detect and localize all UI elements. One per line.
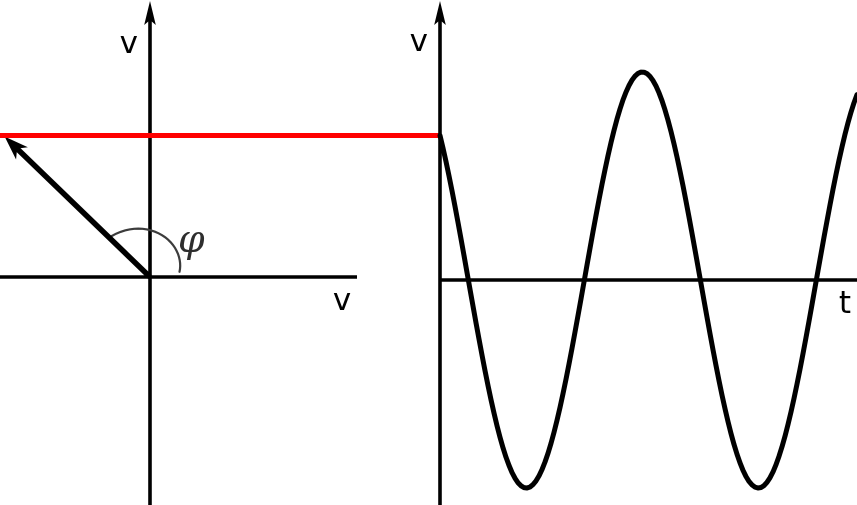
time-axis-label: t — [839, 285, 851, 321]
sine-curve — [437, 69, 857, 491]
phasor-arrowhead-icon — [4, 136, 28, 160]
right-vertical-axis-arrowhead-icon — [434, 1, 446, 25]
left-vertical-axis-arrowhead-icon — [144, 1, 156, 25]
phasor-vector-shaft — [12, 143, 152, 279]
left-panel: v v φ — [0, 1, 357, 505]
phase-angle-label: φ — [178, 217, 205, 261]
left-v-axis-label: v — [120, 25, 138, 61]
right-panel: v t — [410, 1, 857, 505]
left-h-axis-label: v — [333, 282, 351, 318]
right-v-axis-label: v — [410, 23, 428, 59]
phase-angle-arc — [110, 227, 182, 273]
